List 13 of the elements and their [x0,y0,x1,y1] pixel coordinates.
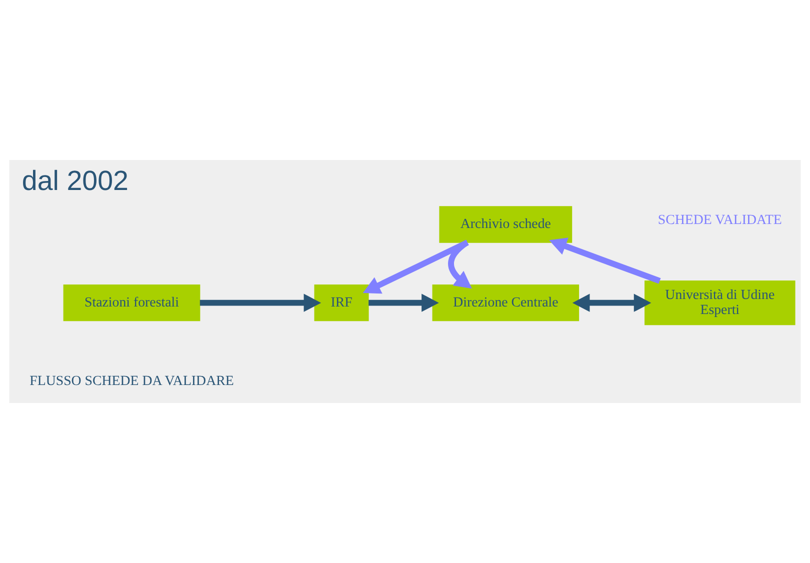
arrow [362,240,469,294]
node-box: IRF [314,284,369,322]
arrow [368,294,439,312]
node-box: Archivio schede [439,206,572,243]
diagram-title: dal 2002 [22,165,128,196]
node-box: Direzione Centrale [432,284,580,322]
label: FLUSSO SCHEDE DA VALIDARE [30,374,234,389]
arrow [200,294,322,312]
label: SCHEDE VALIDATE [658,213,782,228]
arrow [549,238,661,284]
node-box: Stazioni forestali [63,284,200,322]
arrow [572,294,652,312]
node-box: Università di Udine Esperti [644,280,796,326]
